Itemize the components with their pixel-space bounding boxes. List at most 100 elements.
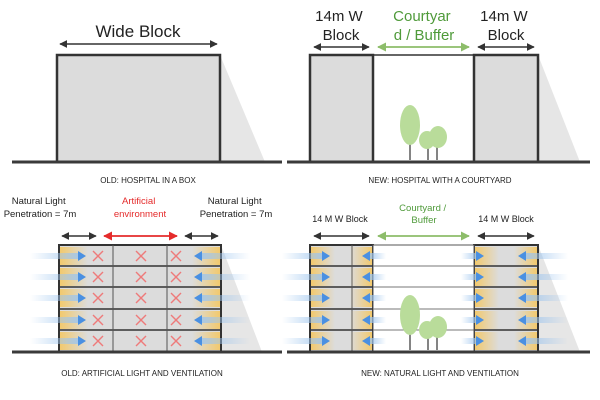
airflow-trail	[461, 274, 477, 280]
ventilation-arrow	[476, 315, 484, 325]
cross-mark	[170, 292, 182, 304]
wide-block	[55, 53, 222, 164]
panel-bottom-right: 14 M W Block Courtyard / Buffer 14 M W B…	[282, 203, 590, 378]
tree	[400, 105, 420, 145]
ventilation-arrow	[78, 272, 86, 282]
ventilation-arrow	[322, 315, 330, 325]
cross-mark	[135, 250, 147, 262]
airflow-trail	[202, 253, 250, 259]
airflow-trail	[461, 253, 477, 259]
daylight-zone	[475, 247, 499, 265]
panel-caption: OLD: HOSPITAL IN A BOX	[100, 176, 196, 185]
tree-group	[400, 105, 447, 160]
ventilation-arrow	[322, 251, 330, 261]
left-block-label: 14 M W Block	[312, 214, 368, 224]
right-light-note: Natural Light Penetration = 7m	[200, 196, 273, 220]
airflow-trail	[30, 317, 78, 323]
ventilation-arrow	[476, 336, 484, 346]
tree-group	[400, 295, 447, 350]
airflow-trail	[202, 295, 250, 301]
airflow-trail	[526, 253, 568, 259]
airflow-trail	[30, 295, 78, 301]
ventilation-arrow	[476, 293, 484, 303]
airflow-trail	[370, 295, 386, 301]
ventilation-arrow	[518, 315, 526, 325]
airflow-trail	[526, 295, 568, 301]
airflow-trail	[526, 338, 568, 344]
cross-mark	[135, 335, 147, 347]
panel-top-right: 14m W Block Courtyar d / Buffer 14m W Bl…	[287, 8, 590, 185]
cross-mark	[92, 271, 104, 283]
ventilation-arrow	[78, 315, 86, 325]
airflow-trail	[282, 274, 322, 280]
daylight-zone	[475, 289, 499, 307]
ventilation-arrow	[194, 315, 202, 325]
left-block	[308, 53, 375, 164]
daylight-zone	[350, 289, 372, 307]
left-light-note: Natural Light Penetration = 7m	[4, 196, 77, 220]
airflow-trail	[370, 317, 386, 323]
cross-mark	[92, 314, 104, 326]
ventilation-arrow	[322, 272, 330, 282]
airflow-trail	[526, 274, 568, 280]
ventilation-arrow	[518, 251, 526, 261]
panel-bottom-left: Natural Light Penetration = 7m Artificia…	[4, 196, 282, 378]
ventilation-arrow	[362, 272, 370, 282]
floor-lines	[310, 245, 538, 352]
cross-mark	[92, 335, 104, 347]
ventilation-arrow	[518, 293, 526, 303]
courtyard-label: Courtyar d / Buffer	[393, 8, 455, 44]
ventilation-arrow	[362, 336, 370, 346]
right-block-label: 14m W Block	[480, 8, 532, 44]
shadow	[538, 55, 580, 162]
daylight-zone	[350, 332, 372, 350]
airflow-trail	[370, 338, 386, 344]
courtyard-label: Courtyard / Buffer	[399, 203, 449, 226]
cross-mark	[170, 314, 182, 326]
daylight-zone	[350, 311, 372, 329]
cross-mark	[92, 250, 104, 262]
airflow-trail	[282, 295, 322, 301]
airflow-trail	[282, 253, 322, 259]
airflow-trail	[30, 338, 78, 344]
daylight-zone	[475, 311, 499, 329]
right-block	[472, 53, 540, 164]
cross-mark	[135, 314, 147, 326]
ventilation-arrow	[78, 293, 86, 303]
airflow-trail	[370, 253, 386, 259]
panel-caption: NEW: HOSPITAL WITH A COURTYARD	[368, 176, 511, 185]
cross-mark	[170, 335, 182, 347]
ventilation-arrow	[362, 293, 370, 303]
ventilation-arrows	[282, 251, 568, 346]
ventilation-arrow	[194, 272, 202, 282]
cross-mark	[135, 271, 147, 283]
ventilation-arrow	[194, 293, 202, 303]
cross-mark	[135, 292, 147, 304]
ventilation-arrow	[362, 251, 370, 261]
daylight-zone	[350, 247, 372, 265]
airflow-trail	[30, 274, 78, 280]
airflow-trail	[202, 338, 250, 344]
ventilation-arrow	[194, 336, 202, 346]
ventilation-arrow	[476, 251, 484, 261]
ventilation-arrow	[518, 272, 526, 282]
cross-mark	[92, 292, 104, 304]
airflow-trail	[282, 317, 322, 323]
right-block-label: 14 M W Block	[478, 214, 534, 224]
floor-lines	[59, 265, 221, 331]
ventilation-arrow	[322, 336, 330, 346]
airflow-trail	[461, 295, 477, 301]
tree	[429, 126, 447, 148]
column-lines	[112, 245, 168, 352]
ventilation-arrow	[78, 336, 86, 346]
panel-top-left: Wide Block OLD: HOSPITAL IN A BOX	[12, 22, 282, 185]
ventilation-arrow	[518, 336, 526, 346]
no-light-marks	[92, 250, 182, 347]
daylight-zone	[475, 268, 499, 286]
ventilation-arrow	[476, 272, 484, 282]
airflow-trail	[526, 317, 568, 323]
panel-title: Wide Block	[95, 22, 181, 41]
cross-mark	[170, 250, 182, 262]
cross-mark	[170, 271, 182, 283]
